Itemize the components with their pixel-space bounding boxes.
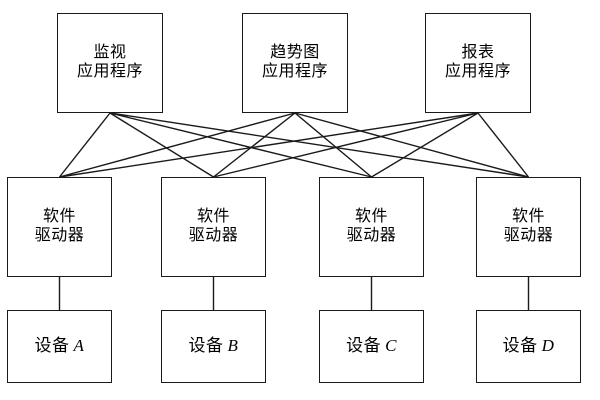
software-driver-c-text-1: 软件 [354, 208, 388, 226]
device-d-letter: D [541, 336, 555, 356]
software-driver-d-text-1: 软件 [511, 208, 545, 226]
device-a-letter: A [73, 336, 85, 356]
device-a-label: 设备 [34, 336, 70, 356]
report-application-text-2: 应用程序 [444, 63, 511, 80]
software-driver-a[interactable]: 软件驱动器 [7, 177, 112, 277]
edge-app-report-to-driver-a [59, 112, 479, 178]
trend-chart-application[interactable]: 趋势图应用程序 [242, 13, 348, 113]
device-c-letter: C [385, 336, 397, 356]
report-application[interactable]: 报表应用程序 [425, 13, 531, 113]
software-driver-b-text-1: 软件 [196, 208, 230, 226]
edge-app-report-to-driver-d [477, 112, 530, 178]
monitor-application-text-2: 应用程序 [76, 63, 143, 80]
software-driver-d[interactable]: 软件驱动器 [476, 177, 581, 277]
edge-app-trend-to-driver-d [294, 112, 529, 178]
edge-app-trend-to-driver-a [59, 112, 296, 178]
edge-app-trend-to-driver-c [294, 112, 372, 178]
monitor-application[interactable]: 监视应用程序 [57, 13, 163, 113]
device-c-label: 设备 [346, 336, 382, 356]
software-driver-d-text-2: 驱动器 [503, 227, 554, 244]
trend-chart-application-text-2: 应用程序 [261, 63, 328, 80]
software-driver-a-text-1: 软件 [42, 208, 76, 226]
software-driver-b[interactable]: 软件驱动器 [161, 177, 266, 277]
device-b-letter: B [227, 336, 239, 356]
software-driver-c-text-2: 驱动器 [346, 227, 397, 244]
edge-app-monitor-to-driver-d [109, 112, 529, 178]
report-application-text-1: 报表 [461, 44, 495, 62]
monitor-application-text-1: 监视 [93, 44, 127, 62]
edge-app-report-to-driver-b [213, 112, 479, 178]
device-d-label: 设备 [502, 336, 538, 356]
software-driver-b-text-2: 驱动器 [188, 227, 239, 244]
edge-app-monitor-to-driver-c [109, 112, 372, 178]
software-driver-c[interactable]: 软件驱动器 [319, 177, 424, 277]
software-driver-a-text-2: 驱动器 [34, 227, 85, 244]
trend-chart-application-text-1: 趋势图 [270, 44, 320, 62]
edge-app-report-to-driver-c [371, 112, 479, 178]
edge-app-monitor-to-driver-b [109, 112, 214, 178]
device-b-label: 设备 [188, 336, 224, 356]
edge-app-monitor-to-driver-a [58, 112, 111, 178]
edge-app-trend-to-driver-b [213, 112, 296, 178]
